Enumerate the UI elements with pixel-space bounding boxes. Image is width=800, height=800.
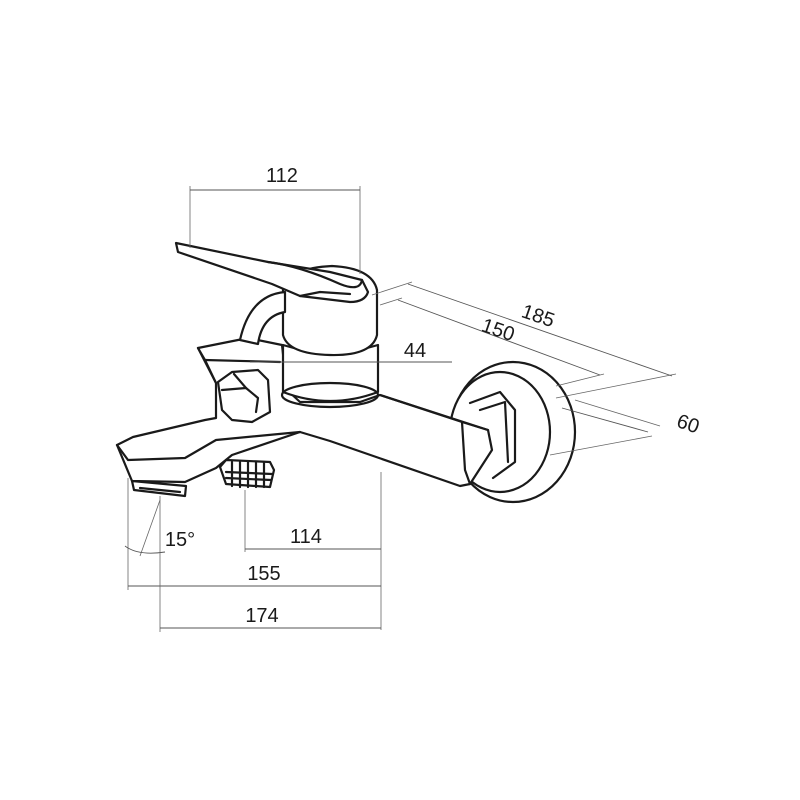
faucet-body [115, 241, 577, 504]
label-114: 114 [290, 526, 322, 548]
dimension-15-degree: 15° [124, 478, 195, 560]
shower-outlet [218, 458, 276, 489]
dimension-174: 174 [159, 496, 381, 632]
aerator [130, 479, 188, 498]
dimension-lines: 112 185 150 44 60 [124, 165, 702, 632]
lever-handle [174, 241, 370, 304]
label-44: 44 [404, 340, 426, 362]
diverter-knob [216, 368, 272, 424]
label-174: 174 [245, 605, 278, 627]
label-150: 150 [479, 314, 518, 346]
dimension-155: 155 [127, 560, 381, 590]
dimension-114: 114 [244, 472, 382, 630]
dimension-44: 44 [250, 340, 452, 363]
dimension-112: 112 [189, 165, 361, 274]
label-15-degree: 15° [165, 529, 195, 551]
label-185: 185 [519, 300, 558, 332]
label-60: 60 [674, 410, 702, 438]
label-112: 112 [266, 165, 298, 187]
spout-body [115, 336, 494, 488]
label-155: 155 [247, 563, 280, 585]
